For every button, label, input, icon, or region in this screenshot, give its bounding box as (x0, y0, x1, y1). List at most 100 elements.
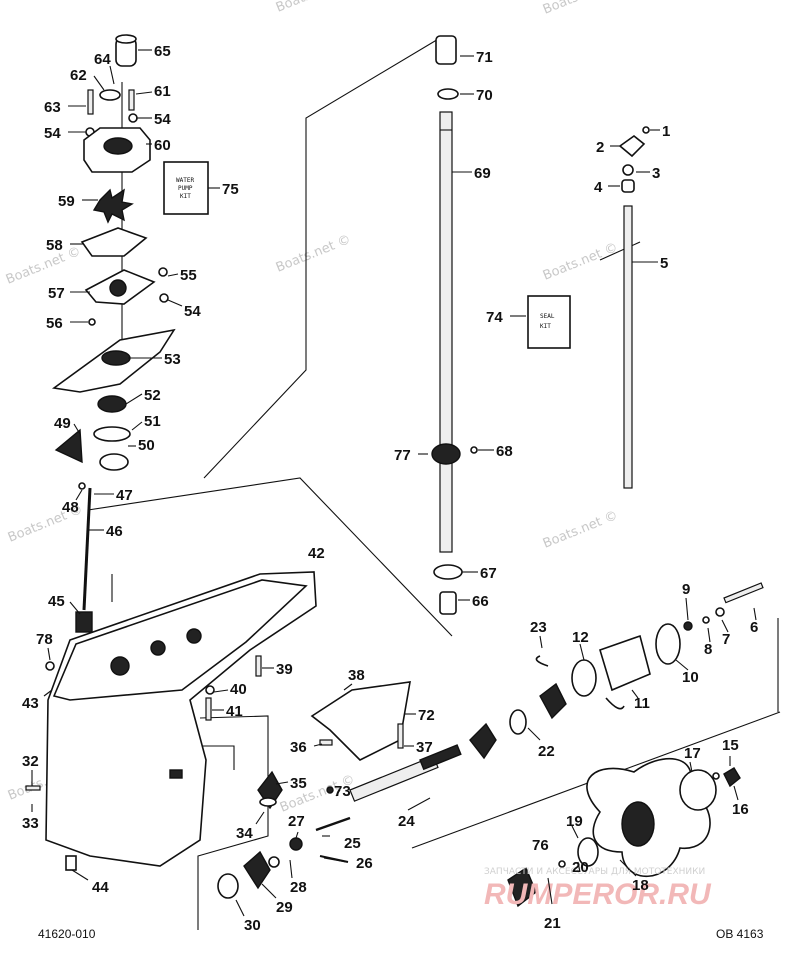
washer (702, 616, 710, 624)
bolt (87, 89, 94, 115)
callout-22: 22 (538, 743, 555, 760)
shift-rod-assembly (618, 126, 650, 489)
reverse-gear (469, 722, 497, 760)
figure-code-right: OB 4163 (716, 927, 764, 941)
washer (128, 113, 138, 123)
callout-30: 30 (244, 917, 261, 934)
callout-48: 48 (62, 499, 79, 516)
plate-bore (101, 350, 131, 366)
anode-plate (310, 681, 411, 761)
grommet (115, 34, 137, 44)
callout-70: 70 (476, 87, 493, 104)
callout-53: 53 (164, 351, 181, 368)
carrier-nut (683, 621, 693, 631)
forward-bearing (217, 873, 239, 899)
callout-18: 18 (632, 877, 649, 894)
propeller-hub (621, 801, 655, 847)
kit-label: WATER (176, 177, 194, 184)
callout-65: 65 (154, 43, 171, 60)
oil-seal (97, 395, 127, 413)
screw (255, 655, 262, 677)
callout-68: 68 (496, 443, 513, 460)
callout-23: 23 (530, 619, 547, 636)
callout-26: 26 (356, 855, 373, 872)
callout-67: 67 (480, 565, 497, 582)
callout-56: 56 (46, 315, 63, 332)
bearing-carrier-bearing (539, 682, 567, 720)
callout-20: 20 (572, 859, 589, 876)
watermark: Boats.net © (274, 232, 353, 276)
rear-thrust-washer (507, 866, 537, 908)
retaining-ring (535, 655, 549, 667)
shaft-splines (419, 744, 462, 771)
deck-port (186, 628, 202, 644)
washer (159, 293, 169, 303)
callout-2: 2 (596, 139, 604, 156)
shift-plunger (315, 816, 351, 832)
callout-7: 7 (722, 631, 730, 648)
shaft-washer (437, 88, 459, 100)
callout-55: 55 (180, 267, 197, 284)
callout-76: 76 (532, 837, 549, 854)
callout-50: 50 (138, 437, 155, 454)
bushing (621, 179, 635, 193)
washer (715, 607, 725, 617)
callout-66: 66 (472, 593, 489, 610)
screw (25, 785, 41, 791)
callout-64: 64 (94, 51, 111, 68)
seal-ring (99, 89, 121, 101)
pinion-nut (259, 797, 277, 807)
callout-8: 8 (704, 641, 712, 658)
watermark: Boats.net © (541, 508, 620, 552)
shaft-o-ring (470, 446, 478, 454)
callout-78: 78 (36, 631, 53, 648)
callout-32: 32 (22, 753, 39, 770)
prop-nut (723, 767, 741, 788)
callout-17: 17 (684, 745, 701, 762)
callout-1: 1 (662, 123, 670, 140)
callout-6: 6 (750, 619, 758, 636)
rubber-grommet (45, 661, 55, 671)
callout-69: 69 (474, 165, 491, 182)
screw (397, 723, 404, 749)
retaining-ring (605, 697, 625, 710)
callout-29: 29 (276, 899, 293, 916)
callout-40: 40 (230, 681, 247, 698)
callout-51: 51 (144, 413, 161, 430)
callout-11: 11 (634, 695, 650, 712)
water-pump-kit-box (163, 161, 209, 215)
gearcase (25, 571, 317, 871)
housing-bore (103, 137, 133, 155)
kit-label: KIT (540, 323, 551, 330)
callout-75: 75 (222, 181, 239, 198)
pinion-bearing (289, 837, 303, 851)
callout-58: 58 (46, 237, 63, 254)
carrier-o-ring (571, 659, 597, 697)
callout-16: 16 (732, 801, 749, 818)
callout-38: 38 (348, 667, 365, 684)
shop-tagline: ЗАПЧАСТИ И АКСЕССУАРЫ ДЛЯ МОТОТЕХНИКИ (484, 867, 705, 877)
spring-pin (326, 786, 334, 794)
callout-39: 39 (276, 661, 293, 678)
callout-62: 62 (70, 67, 87, 84)
bearing-cup (99, 453, 129, 471)
callout-12: 12 (572, 629, 589, 646)
shift-clip (618, 134, 646, 158)
leader-lines (31, 49, 757, 917)
callout-34: 34 (236, 825, 253, 842)
deck-port (110, 656, 130, 676)
shop-site: RUMPEROR.RU (484, 878, 712, 911)
callout-63: 63 (44, 99, 61, 116)
callout-72: 72 (418, 707, 435, 724)
face-plate-hole (109, 279, 127, 297)
callout-77: 77 (394, 447, 411, 464)
watermark: Boats.net © (541, 240, 620, 284)
callout-73: 73 (334, 783, 351, 800)
watermark: Boats.net © (4, 244, 83, 288)
carrier-seal (655, 623, 681, 665)
stud (158, 267, 168, 277)
callout-71: 71 (476, 49, 493, 66)
impeller (92, 188, 134, 224)
gear-train (205, 582, 764, 899)
